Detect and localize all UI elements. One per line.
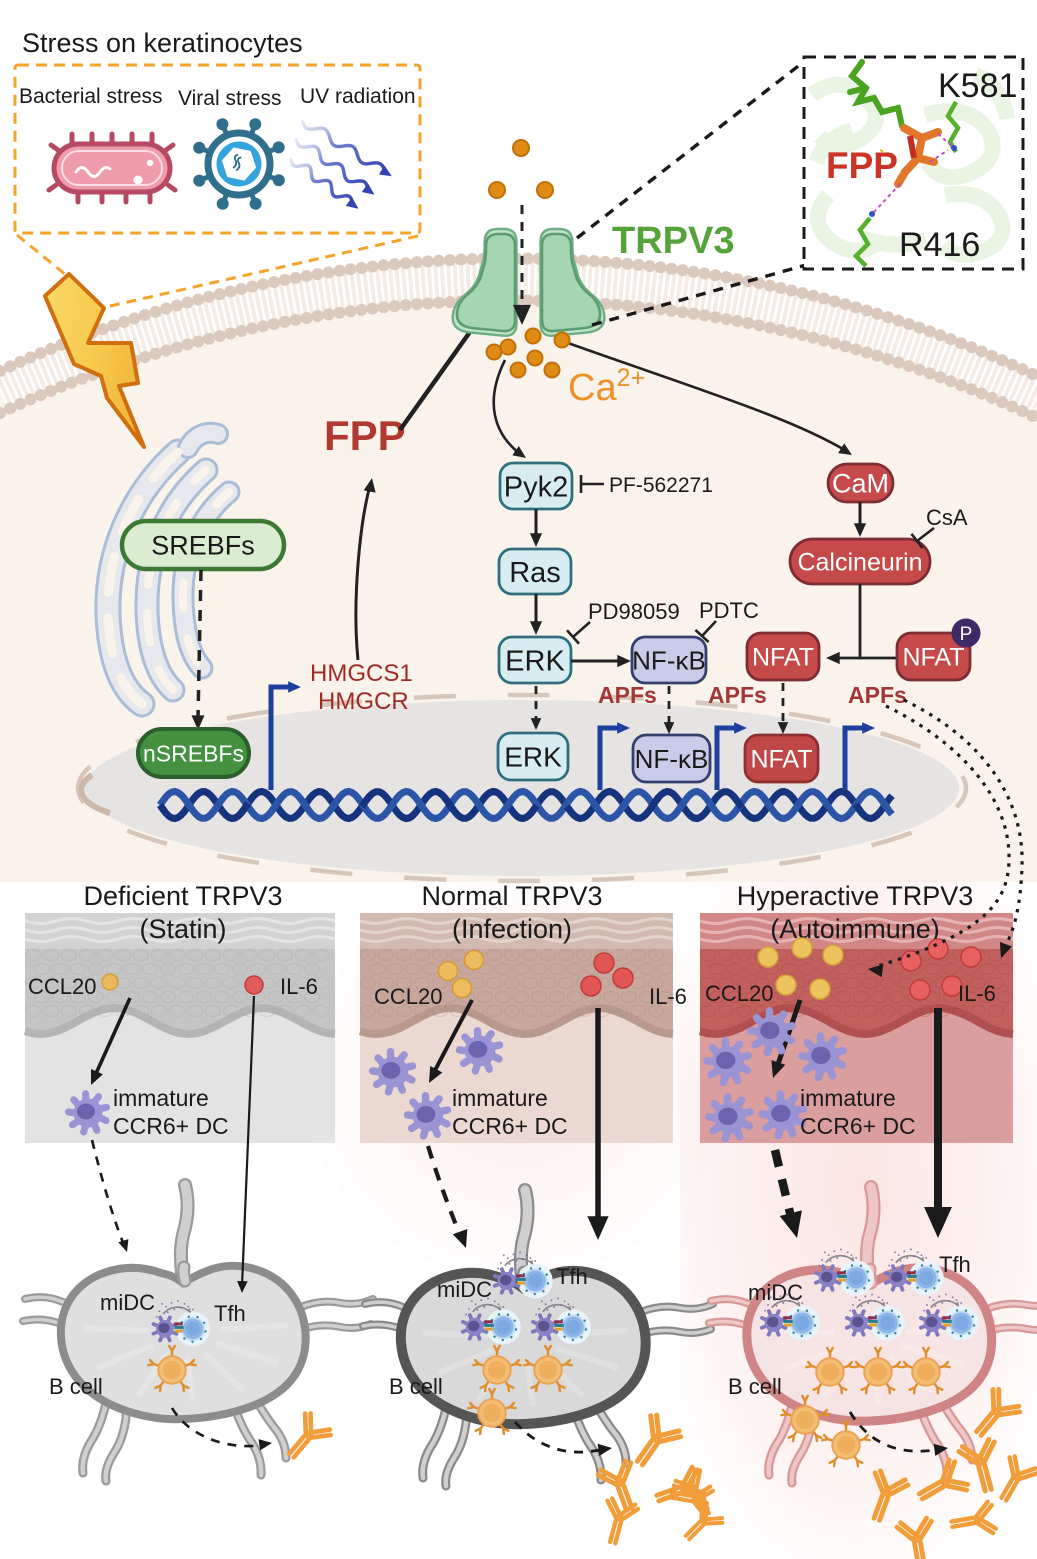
svg-text:NFAT: NFAT <box>752 644 814 672</box>
svg-text:IL-6: IL-6 <box>958 981 996 1006</box>
svg-text:TRPV3: TRPV3 <box>612 220 734 262</box>
svg-text:Deficient TRPV3: Deficient TRPV3 <box>83 881 282 911</box>
svg-text:B cell: B cell <box>389 1374 443 1399</box>
svg-text:K581: K581 <box>938 67 1017 105</box>
svg-text:(Statin): (Statin) <box>139 914 226 944</box>
svg-text:CsA: CsA <box>926 505 968 530</box>
svg-text:CCR6+ DC: CCR6+ DC <box>452 1113 568 1139</box>
svg-text:immature: immature <box>800 1085 896 1111</box>
svg-text:NFAT: NFAT <box>750 746 812 774</box>
svg-text:PF-562271: PF-562271 <box>609 474 713 497</box>
svg-text:Bacterial stress: Bacterial stress <box>19 85 163 108</box>
svg-text:NF-κB: NF-κB <box>632 645 706 675</box>
svg-text:immature: immature <box>113 1085 209 1111</box>
svg-text:FPP: FPP <box>826 145 898 186</box>
svg-text:APFs: APFs <box>848 682 907 708</box>
svg-text:APFs: APFs <box>598 682 657 708</box>
svg-text:B cell: B cell <box>49 1374 103 1399</box>
svg-text:NFAT: NFAT <box>902 644 964 672</box>
svg-text:IL-6: IL-6 <box>649 984 687 1009</box>
svg-text:FPP: FPP <box>324 412 406 459</box>
svg-text:CCL20: CCL20 <box>705 981 773 1006</box>
svg-text:PD98059: PD98059 <box>588 599 680 624</box>
svg-text:nSREBFs: nSREBFs <box>143 740 244 766</box>
svg-text:Stress on keratinocytes: Stress on keratinocytes <box>22 28 303 58</box>
svg-text:(Infection): (Infection) <box>452 914 572 944</box>
svg-text:NF-κB: NF-κB <box>635 744 709 774</box>
svg-text:UV radiation: UV radiation <box>300 85 416 108</box>
svg-text:Tfh: Tfh <box>556 1264 588 1289</box>
svg-text:ERK: ERK <box>504 742 562 773</box>
svg-text:miDC: miDC <box>437 1277 492 1302</box>
svg-text:miDC: miDC <box>748 1280 803 1305</box>
svg-text:APFs: APFs <box>708 682 767 708</box>
svg-text:CCR6+ DC: CCR6+ DC <box>113 1113 229 1139</box>
svg-text:Tfh: Tfh <box>939 1252 971 1277</box>
svg-text:SREBFs: SREBFs <box>151 531 255 561</box>
svg-text:Calcineurin: Calcineurin <box>797 549 922 577</box>
svg-text:CaM: CaM <box>832 469 889 499</box>
svg-text:Normal TRPV3: Normal TRPV3 <box>421 881 602 911</box>
svg-text:HMGCR: HMGCR <box>318 688 409 715</box>
svg-text:CCR6+ DC: CCR6+ DC <box>800 1113 916 1139</box>
svg-text:Viral stress: Viral stress <box>178 87 281 110</box>
svg-text:Hyperactive TRPV3: Hyperactive TRPV3 <box>737 881 974 911</box>
svg-text:immature: immature <box>452 1085 548 1111</box>
svg-text:B cell: B cell <box>728 1374 782 1399</box>
svg-text:Tfh: Tfh <box>214 1301 246 1326</box>
svg-text:P: P <box>960 624 973 645</box>
svg-text:IL-6: IL-6 <box>280 974 318 999</box>
svg-text:miDC: miDC <box>100 1290 155 1315</box>
svg-text:PDTC: PDTC <box>699 598 759 623</box>
svg-text:Pyk2: Pyk2 <box>504 471 568 503</box>
svg-text:R416: R416 <box>899 226 980 264</box>
svg-text:CCL20: CCL20 <box>374 984 442 1009</box>
svg-text:ERK: ERK <box>505 645 565 677</box>
svg-text:Ras: Ras <box>509 557 561 589</box>
svg-text:HMGCS1: HMGCS1 <box>310 660 413 687</box>
svg-text:CCL20: CCL20 <box>28 974 96 999</box>
